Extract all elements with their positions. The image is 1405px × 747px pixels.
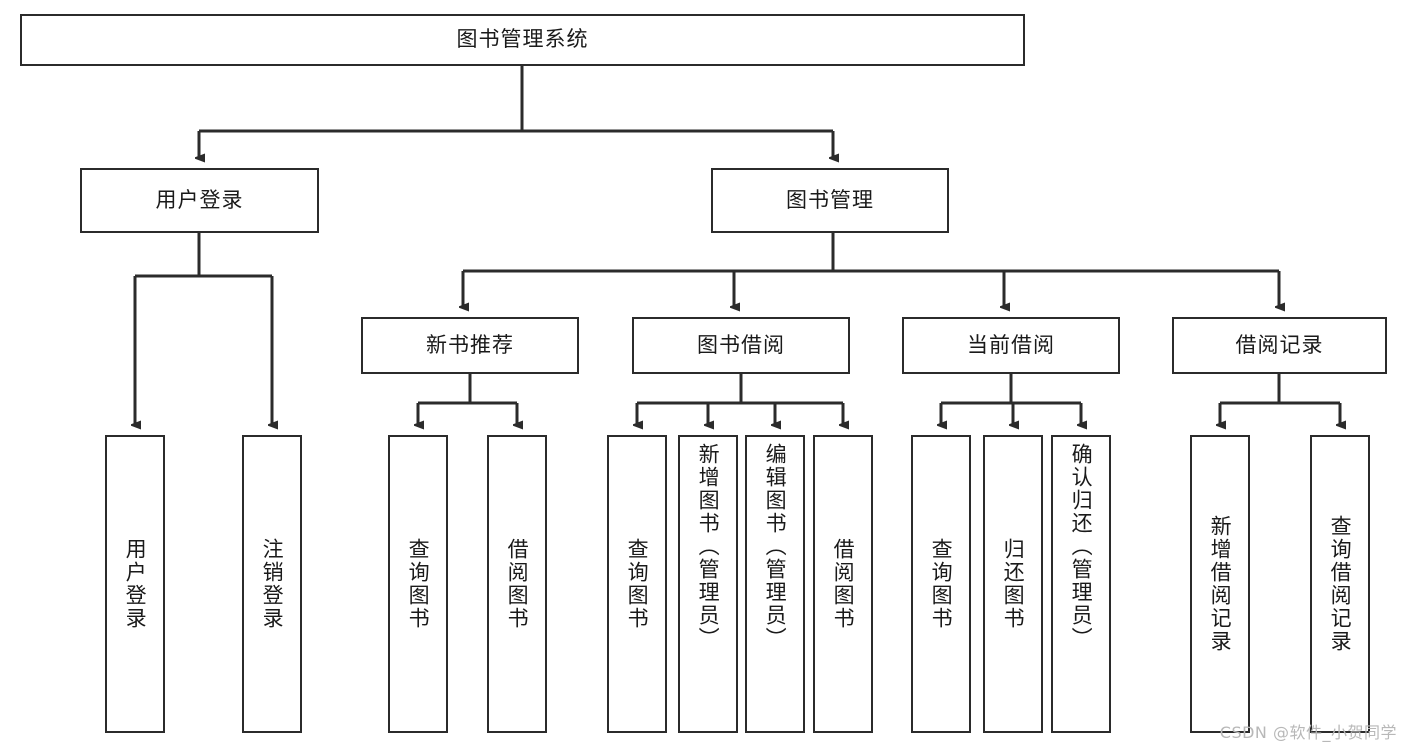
node-root[interactable]: 图书管理系统	[20, 14, 1025, 66]
node-leaf-query-book-current[interactable]: 查询图书	[911, 435, 971, 733]
watermark: CSDN @软件_小贺同学	[1219, 723, 1397, 742]
node-user-login-label: 用户登录	[155, 187, 244, 212]
node-leaf-query-borrow-record[interactable]: 查询借阅记录	[1310, 435, 1370, 733]
node-leaf-query-book-borrow[interactable]: 查询图书	[607, 435, 667, 733]
node-new-book-recommend[interactable]: 新书推荐	[361, 317, 579, 374]
node-leaf-add-borrow-record-label: 新增借阅记录	[1208, 515, 1233, 653]
node-leaf-add-borrow-record[interactable]: 新增借阅记录	[1190, 435, 1250, 733]
node-leaf-query-book-borrow-label: 查询图书	[625, 538, 650, 630]
node-leaf-borrow-book[interactable]: 借阅图书	[813, 435, 873, 733]
node-leaf-edit-book-admin-label: 编辑图书（管理员）	[763, 443, 788, 650]
node-leaf-add-book-admin-label: 新增图书（管理员）	[696, 443, 721, 650]
node-leaf-add-book-admin[interactable]: 新增图书（管理员）	[678, 435, 738, 733]
node-current-borrow-label: 当前借阅	[967, 332, 1055, 357]
node-leaf-edit-book-admin[interactable]: 编辑图书（管理员）	[745, 435, 805, 733]
node-leaf-user-login-label: 用户登录	[123, 538, 148, 630]
node-book-borrow[interactable]: 图书借阅	[632, 317, 850, 374]
node-new-book-recommend-label: 新书推荐	[426, 332, 514, 357]
node-book-borrow-label: 图书借阅	[697, 332, 785, 357]
node-leaf-confirm-return-admin-label: 确认归还（管理员）	[1069, 443, 1094, 650]
node-book-manage-label: 图书管理	[786, 187, 874, 212]
node-book-manage[interactable]: 图书管理	[711, 168, 949, 233]
node-leaf-user-login[interactable]: 用户登录	[105, 435, 165, 733]
node-leaf-borrow-book-rec-label: 借阅图书	[505, 538, 530, 630]
node-leaf-borrow-book-label: 借阅图书	[831, 538, 856, 630]
node-root-label: 图书管理系统	[456, 27, 589, 52]
node-leaf-return-book-label: 归还图书	[1001, 538, 1026, 630]
node-leaf-query-borrow-record-label: 查询借阅记录	[1328, 515, 1353, 653]
node-leaf-return-book[interactable]: 归还图书	[983, 435, 1043, 733]
node-leaf-user-logout[interactable]: 注销登录	[242, 435, 302, 733]
node-leaf-query-book-rec-label: 查询图书	[406, 538, 431, 630]
node-leaf-query-book-current-label: 查询图书	[929, 538, 954, 630]
node-borrow-record[interactable]: 借阅记录	[1172, 317, 1387, 374]
node-current-borrow[interactable]: 当前借阅	[902, 317, 1120, 374]
node-user-login[interactable]: 用户登录	[80, 168, 319, 233]
node-leaf-confirm-return-admin[interactable]: 确认归还（管理员）	[1051, 435, 1111, 733]
node-leaf-query-book-rec[interactable]: 查询图书	[388, 435, 448, 733]
node-borrow-record-label: 借阅记录	[1235, 332, 1324, 357]
node-leaf-user-logout-label: 注销登录	[260, 538, 285, 630]
node-leaf-borrow-book-rec[interactable]: 借阅图书	[487, 435, 547, 733]
